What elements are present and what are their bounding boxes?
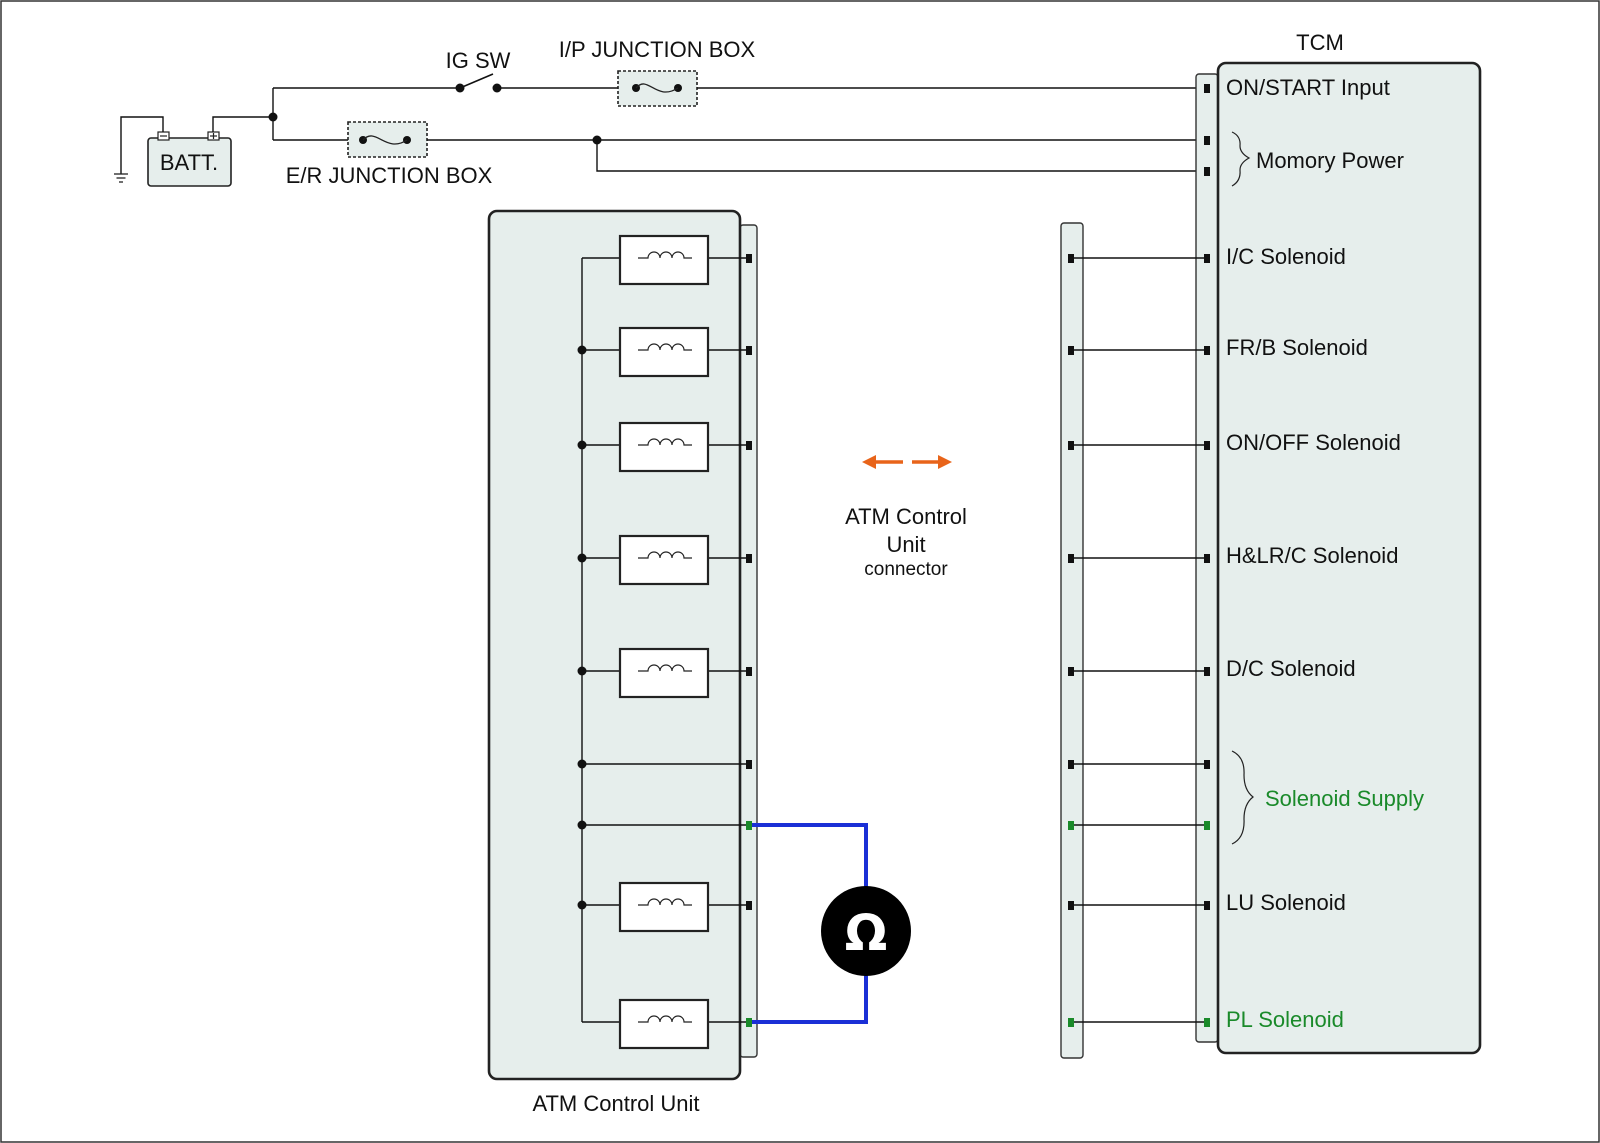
solenoid-coil-icon [618, 326, 710, 378]
connector-label-3: connector [864, 559, 948, 580]
tcm-pin-frb: FR/B Solenoid [1226, 335, 1368, 360]
solenoid-coil-icon [618, 647, 710, 699]
harness-wires [1072, 257, 1204, 1023]
disconnect-arrow-icon [862, 455, 952, 469]
tcm-pin-supply: Solenoid Supply [1265, 786, 1424, 811]
solenoid-coil-icon [618, 998, 710, 1050]
ignition-switch-icon [455, 73, 502, 93]
tcm-pin-ic: I/C Solenoid [1226, 244, 1346, 269]
harness-pins [1068, 254, 1074, 1027]
ig-sw-label: IG SW [446, 48, 511, 73]
tcm-pin [1204, 136, 1210, 145]
atm-solenoid-rows [577, 257, 749, 1023]
ohmmeter-probe-wires [752, 823, 868, 1024]
tcm-pin-onoff: ON/OFF Solenoid [1226, 430, 1401, 455]
solenoid-coil-icon [618, 534, 710, 586]
ohmmeter-icon: Ω [821, 886, 911, 976]
tcm-module [1216, 61, 1482, 1055]
tcm-pin-lu: LU Solenoid [1226, 890, 1346, 915]
ground-icon [114, 116, 164, 183]
supply-brace-icon [1231, 750, 1254, 845]
memory-brace-icon [1231, 131, 1251, 187]
connector-label-1: ATM Control [845, 504, 967, 529]
solenoid-coil-icon [618, 881, 710, 933]
battery: BATT. [147, 131, 232, 187]
er-fuse-icon [347, 121, 428, 158]
connector-label-2: Unit [886, 532, 925, 557]
tcm-title: TCM [1296, 30, 1344, 55]
atm-pins [746, 254, 752, 1027]
tcm-pin-dc: D/C Solenoid [1226, 656, 1356, 681]
ip-fuse-icon [617, 70, 698, 107]
ip-junction-label: I/P JUNCTION BOX [559, 37, 756, 62]
tcm-solenoid-pins [1204, 254, 1210, 1027]
tcm-pin-hlrc: H&LR/C Solenoid [1226, 543, 1398, 568]
harness-connector-strip [1060, 222, 1084, 1059]
tcm-pin-on-start: ON/START Input [1226, 75, 1390, 100]
tcm-pin-pl: PL Solenoid [1226, 1007, 1344, 1032]
solenoid-coil-icon [618, 234, 710, 286]
tcm-pin [1204, 167, 1210, 176]
solenoid-coil-icon [618, 421, 710, 473]
ohmmeter-symbol: Ω [845, 904, 888, 962]
tcm-pin-memory-power: Momory Power [1256, 148, 1404, 173]
battery-label: BATT. [160, 150, 218, 175]
tcm-pin [1204, 84, 1210, 93]
atm-label: ATM Control Unit [532, 1091, 699, 1116]
er-junction-label: E/R JUNCTION BOX [286, 163, 493, 188]
